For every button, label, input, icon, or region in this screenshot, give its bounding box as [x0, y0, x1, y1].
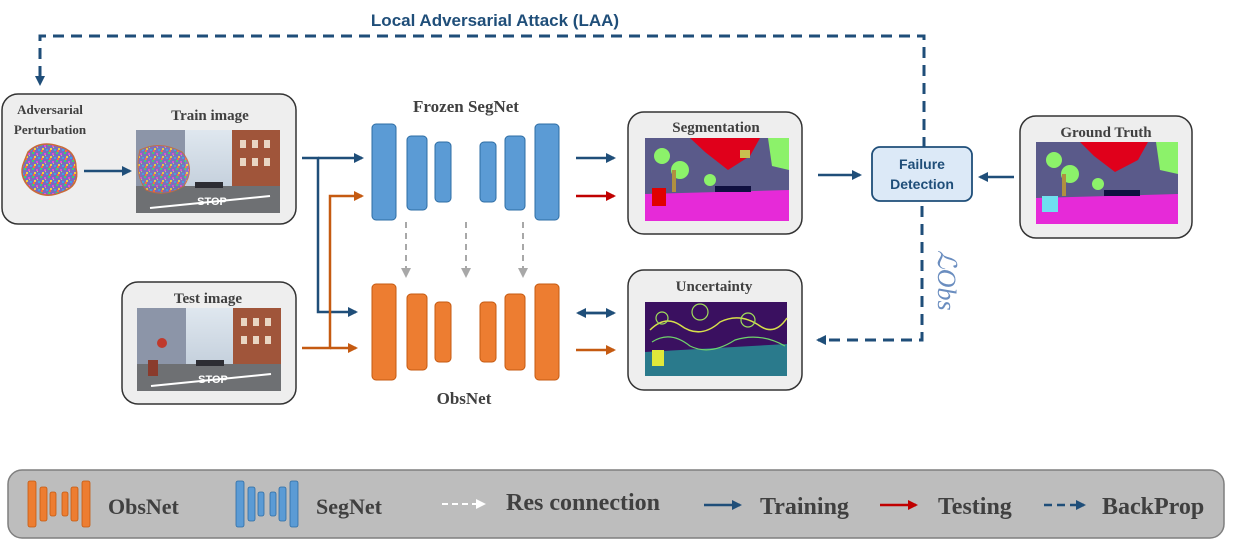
uncertainty-map — [645, 302, 788, 376]
train-street-stop-text: STOP — [197, 196, 227, 208]
frozen-segnet-label: Frozen SegNet — [413, 97, 519, 116]
segnet-block-4 — [479, 141, 497, 203]
segnet-block-5 — [504, 135, 526, 211]
segnet-block-1 — [371, 123, 397, 221]
obsnet-block-1 — [371, 283, 397, 381]
obsnet-blocks — [371, 283, 560, 381]
segmentation-map — [645, 138, 789, 221]
test-street-image: STOP — [137, 308, 281, 391]
segnet-block-2 — [406, 135, 428, 211]
adversarial-label-line1: Adversarial — [17, 102, 83, 117]
test-street-stop-text: STOP — [198, 374, 228, 386]
legend-segnet-label: SegNet — [316, 494, 383, 519]
laa-title: Local Adversarial Attack (LAA) — [371, 11, 619, 30]
obsnet-loss-label: ℒObs — [932, 250, 961, 311]
test-image-label: Test image — [174, 291, 243, 307]
legend-res-connection-label: Res connection — [506, 490, 660, 516]
failure-detection-line1: Failure — [899, 156, 945, 172]
res-connections — [401, 222, 528, 278]
uncertainty-label: Uncertainty — [676, 279, 753, 295]
failure-detection-box — [871, 146, 973, 202]
obsnet-block-3 — [434, 301, 452, 363]
loss-backprop-arrow — [816, 206, 924, 345]
obsnet-block-4 — [479, 301, 497, 363]
legend-segnet-icon — [235, 480, 299, 528]
legend-testing-label: Testing — [938, 494, 1012, 520]
segnet-blocks — [371, 123, 560, 221]
obsnet-label: ObsNet — [437, 389, 492, 408]
train-training-arrows — [302, 153, 364, 317]
segnet-block-6 — [534, 123, 560, 221]
failure-detection-line2: Detection — [890, 176, 954, 192]
ground-truth-map — [1036, 142, 1178, 224]
legend-training-label: Training — [760, 494, 849, 520]
adversarial-perturbation-patch — [21, 143, 78, 196]
ground-truth-label: Ground Truth — [1060, 125, 1152, 141]
laa-backprop-arrow — [35, 34, 926, 148]
train-street-image: STOP — [136, 130, 280, 213]
test-testing-arrows — [302, 191, 364, 353]
train-image-label: Train image — [171, 108, 249, 124]
legend-obsnet-label: ObsNet — [108, 494, 180, 519]
obsnet-block-6 — [534, 283, 560, 381]
obsnet-block-5 — [504, 293, 526, 371]
segnet-block-3 — [434, 141, 452, 203]
legend-obsnet-icon — [27, 480, 91, 528]
obsnet-block-2 — [406, 293, 428, 371]
segmentation-label: Segmentation — [672, 120, 760, 136]
legend-backprop-label: BackProp — [1102, 494, 1204, 520]
legend-panel — [7, 469, 1225, 539]
adversarial-label-line2: Perturbation — [14, 122, 87, 137]
